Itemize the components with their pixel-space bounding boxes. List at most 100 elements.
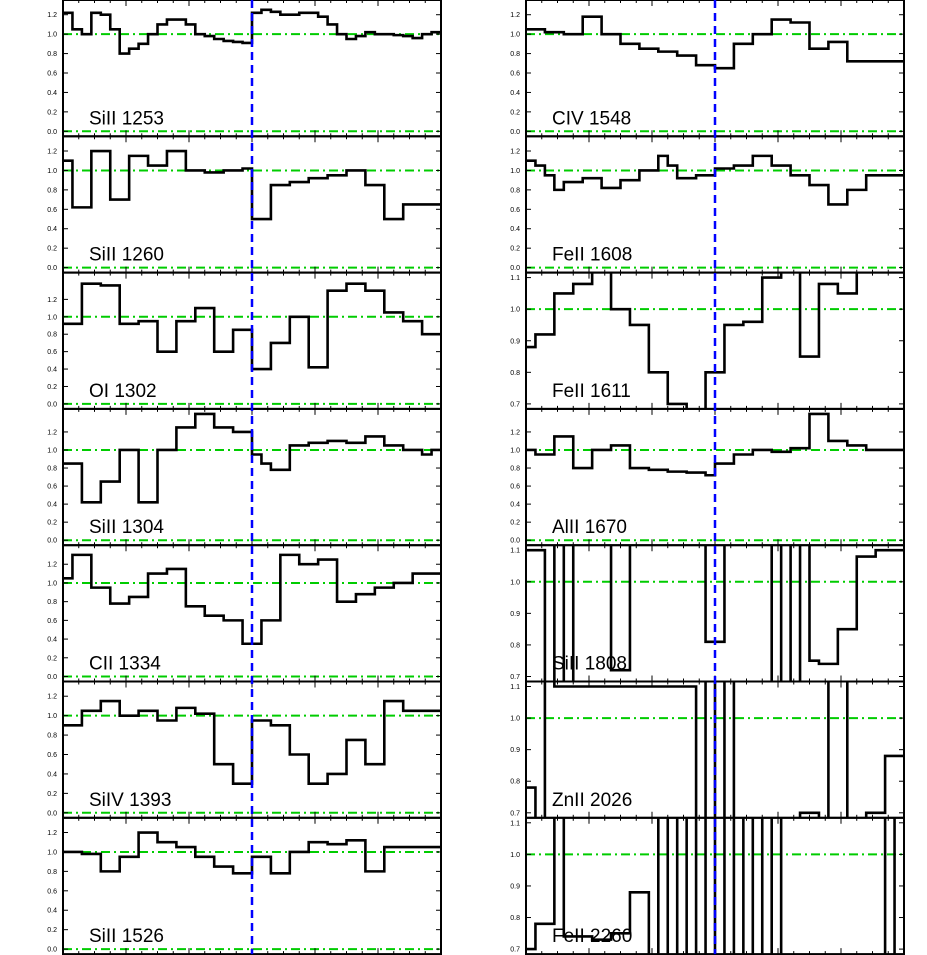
y-tick-label: 1.2 <box>47 297 57 304</box>
y-tick-label: 0.0 <box>510 265 520 272</box>
y-tick-label: 1.1 <box>510 684 520 691</box>
y-tick-label: 0.7 <box>510 947 520 954</box>
ion-label: FeII 1608 <box>552 245 632 266</box>
y-tick-label: 0.0 <box>47 265 57 272</box>
y-tick-label: 0.8 <box>510 466 520 473</box>
y-tick-label: 1.0 <box>47 849 57 856</box>
spectrum-step-line <box>526 15 904 70</box>
y-tick-label: 0.8 <box>510 779 520 786</box>
y-tick-label: 1.2 <box>47 694 57 701</box>
y-tick-label: 0.0 <box>47 538 57 545</box>
y-tick-label: 0.8 <box>47 599 57 606</box>
y-tick-label: 0.8 <box>510 187 520 194</box>
y-tick-label: 0.9 <box>510 611 520 618</box>
panel-oi-1302: 0.00.20.40.60.81.01.2OI 1302 <box>47 271 442 410</box>
ion-label: SiII 1526 <box>89 926 164 947</box>
ion-label: CII 1334 <box>89 654 161 675</box>
y-tick-label: 1.2 <box>510 429 520 436</box>
y-tick-label: 0.8 <box>47 332 57 339</box>
y-tick-label: 0.6 <box>47 71 57 78</box>
spectrum-step-line <box>526 681 904 818</box>
y-tick-label: 1.0 <box>510 447 520 454</box>
spectrum-step-line <box>63 553 441 646</box>
y-tick-label: 1.0 <box>510 716 520 723</box>
y-tick-label: 0.2 <box>47 520 57 527</box>
y-tick-label: 0.6 <box>510 484 520 491</box>
spectrum-step-line <box>63 282 441 371</box>
y-tick-label: 0.8 <box>47 187 57 194</box>
ion-label: CIV 1548 <box>552 108 631 129</box>
y-tick-label: 0.2 <box>47 246 57 253</box>
y-tick-label: 0.8 <box>510 370 520 377</box>
y-tick-label: 0.6 <box>47 618 57 625</box>
ion-label: SiII 1304 <box>89 517 164 538</box>
y-tick-label: 0.4 <box>47 226 57 233</box>
y-tick-label: 0.7 <box>510 674 520 681</box>
y-tick-label: 0.8 <box>47 869 57 876</box>
y-tick-label: 0.0 <box>510 129 520 136</box>
y-tick-label: 1.1 <box>510 820 520 827</box>
y-tick-label: 0.6 <box>47 484 57 491</box>
y-tick-label: 1.2 <box>47 12 57 19</box>
y-tick-label: 0.8 <box>510 51 520 58</box>
y-tick-label: 0.0 <box>47 129 57 136</box>
y-tick-label: 0.6 <box>47 349 57 356</box>
y-tick-label: 1.2 <box>47 429 57 436</box>
y-tick-label: 0.4 <box>47 771 57 778</box>
y-tick-label: 0.4 <box>47 502 57 509</box>
ion-label: FeII 1611 <box>552 381 631 402</box>
y-tick-label: 0.7 <box>510 401 520 408</box>
y-tick-label: 0.8 <box>510 642 520 649</box>
y-tick-label: 0.8 <box>47 466 57 473</box>
y-tick-label: 1.0 <box>510 307 520 314</box>
y-tick-label: 1.1 <box>510 548 520 555</box>
y-tick-label: 0.4 <box>47 367 57 374</box>
y-tick-label: 1.2 <box>47 562 57 569</box>
ion-label: ZnII 2026 <box>552 790 632 811</box>
y-tick-label: 1.2 <box>510 149 520 156</box>
y-tick-label: 0.6 <box>47 207 57 214</box>
y-tick-label: 0.9 <box>510 338 520 345</box>
y-tick-label: 1.0 <box>47 168 57 175</box>
y-tick-label: 1.1 <box>510 275 520 282</box>
y-tick-label: 0.6 <box>510 71 520 78</box>
ion-label: FeII 2260 <box>552 926 632 947</box>
y-tick-label: 0.4 <box>47 908 57 915</box>
y-tick-label: 1.0 <box>510 579 520 586</box>
y-tick-label: 0.7 <box>510 810 520 817</box>
ion-label: AlII 1670 <box>552 517 627 538</box>
ion-label: SiII 1808 <box>552 654 627 675</box>
ion-label: SiII 1260 <box>89 245 164 266</box>
ion-label: SiIV 1393 <box>89 790 171 811</box>
y-tick-label: 0.9 <box>510 747 520 754</box>
spectrum-step-line <box>526 272 859 409</box>
y-tick-label: 0.8 <box>47 51 57 58</box>
y-tick-label: 1.0 <box>510 852 520 859</box>
y-tick-label: 0.4 <box>510 90 520 97</box>
y-tick-label: 1.2 <box>47 149 57 156</box>
y-tick-label: 0.0 <box>47 810 57 817</box>
y-tick-label: 0.6 <box>510 207 520 214</box>
spectrum-step-line <box>63 149 441 221</box>
spectrum-step-line <box>63 8 441 55</box>
y-tick-label: 0.4 <box>510 226 520 233</box>
spectrum-step-line <box>63 699 441 785</box>
y-tick-label: 0.8 <box>47 733 57 740</box>
y-tick-label: 0.8 <box>510 915 520 922</box>
y-tick-label: 1.0 <box>47 713 57 720</box>
spectrum-step-line <box>526 154 904 206</box>
